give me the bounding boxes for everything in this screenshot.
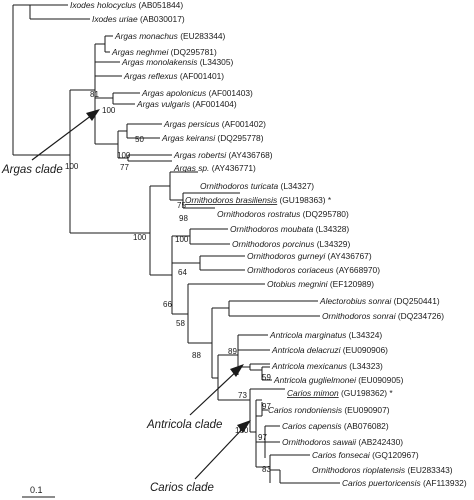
antricola-clade-label: Antricola clade xyxy=(146,419,222,431)
bootstrap-value: 50 xyxy=(135,135,144,144)
taxon-label: Argas keiransi (DQ295778) xyxy=(161,133,264,143)
taxon-label: Antricola mexicanus (L34323) xyxy=(271,361,383,371)
bootstrap-value: 100 xyxy=(175,235,189,244)
bootstrap-value: 58 xyxy=(176,319,185,328)
taxon-label-highlighted: Ornithodoros brasiliensis (GU198363) * xyxy=(185,195,332,205)
bootstrap-value: 100 xyxy=(117,151,131,160)
taxon-label: Argas persicus (AF001402) xyxy=(163,119,266,129)
bootstrap-value: 88 xyxy=(192,351,201,360)
taxon-label: Argas vulgaris (AF001404) xyxy=(136,99,237,109)
bootstrap-value: 73 xyxy=(238,391,247,400)
bootstrap-value: 100 xyxy=(102,106,116,115)
taxon-label: Argas robertsi (AY436768) xyxy=(173,150,273,160)
taxon-label: Argas sp. (AY436771) xyxy=(173,163,256,173)
taxon-label: Ixodes holocyclus (AB051844) xyxy=(70,0,183,10)
taxon-label: Ornithodoros porcinus (L34329) xyxy=(232,239,350,249)
taxon-label: Argas monachus (EU283344) xyxy=(114,31,226,41)
taxon-label: Carios capensis (AB076082) xyxy=(282,421,389,431)
taxon-label: Ornithodoros sonrai (DQ234726) xyxy=(322,311,444,321)
taxon-label: Argas apolonicus (AF001403) xyxy=(141,88,253,98)
taxon-label: Ornithodoros moubata (L34328) xyxy=(230,224,349,234)
taxon-label: Ornithodoros gurneyi (AY436767) xyxy=(247,251,372,261)
carios-clade-label: Carios clade xyxy=(150,482,214,494)
taxon-labels: Ixodes holocyclus (AB051844) Ixodes uria… xyxy=(70,0,467,488)
taxon-label: Ornithodoros rioplatensis (EU283343) xyxy=(312,465,453,475)
taxon-label: Argas reflexus (AF001401) xyxy=(123,71,224,81)
taxon-label: Ornithodoros turicata (L34327) xyxy=(200,181,314,191)
taxon-label: Carios puertoricensis (AF113932) xyxy=(342,478,467,488)
bootstrap-value: 100 xyxy=(133,233,147,242)
argas-clade-label: Argas clade xyxy=(1,164,63,176)
bootstrap-value: 83 xyxy=(262,465,271,474)
taxon-label: Ixodes uriae (AB030017) xyxy=(92,14,185,24)
bootstrap-value: 100 xyxy=(235,426,249,435)
taxon-label: Ornithodoros rostratus (DQ295780) xyxy=(217,209,349,219)
bootstrap-value: 77 xyxy=(120,163,129,172)
taxon-label: Alectorobius sonrai (DQ250441) xyxy=(319,296,440,306)
bootstrap-value: 97 xyxy=(262,402,271,411)
taxon-label: Antricola marginatus (L34324) xyxy=(269,330,382,340)
bootstrap-values: 81 100 100 50 100 77 75 98 100 100 64 66… xyxy=(65,90,271,474)
taxon-label: Antricola guglielmonei (EU090905) xyxy=(273,375,404,385)
bootstrap-value: 81 xyxy=(90,90,99,99)
bootstrap-value: 98 xyxy=(179,214,188,223)
taxon-label: Antricola delacruzi (EU090906) xyxy=(271,345,388,355)
tree-branches xyxy=(12,4,340,498)
taxon-label: Carios rondoniensis (EU090907) xyxy=(268,405,390,415)
bootstrap-value: 97 xyxy=(258,433,267,442)
taxon-label: Carios fonsecai (GQ120967) xyxy=(312,450,419,460)
clade-arrows xyxy=(31,109,251,480)
scale-bar-label: 0.1 xyxy=(30,485,43,495)
bootstrap-value: 89 xyxy=(228,347,237,356)
taxon-label: Argas monolakensis (L34305) xyxy=(121,57,233,67)
bootstrap-value: 64 xyxy=(178,268,187,277)
bootstrap-value: 59 xyxy=(262,373,271,382)
bootstrap-value: 100 xyxy=(65,162,79,171)
taxon-label: Otobius megnini (EF120989) xyxy=(267,279,374,289)
bootstrap-value: 75 xyxy=(177,201,186,210)
taxon-label: Ornithodoros sawaii (AB242430) xyxy=(282,437,403,447)
bootstrap-value: 66 xyxy=(163,300,172,309)
taxon-label: Argas neghmei (DQ295781) xyxy=(111,47,217,57)
taxon-label-highlighted: Carios mimon (GU198362) * xyxy=(287,388,393,398)
taxon-label: Ornithodoros coriaceus (AY668970) xyxy=(247,265,380,275)
